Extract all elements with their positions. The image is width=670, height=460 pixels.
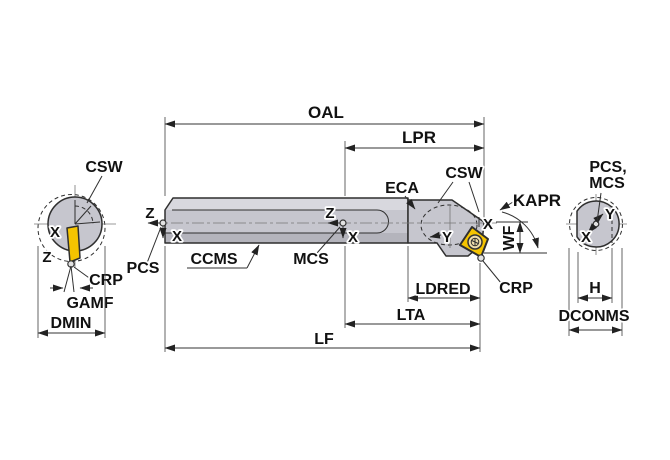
bar-bottom-facet: [165, 233, 408, 243]
label-x-pcs: X: [172, 228, 182, 245]
label-dconms: DCONMS: [558, 308, 629, 325]
label-y-tip: Y: [442, 229, 452, 246]
pcs-origin-point: [159, 219, 167, 227]
label-lta: LTA: [397, 307, 426, 324]
label-x-shank: X: [581, 229, 591, 246]
label-wf: WF: [501, 225, 518, 250]
label-csw-head: CSW: [445, 165, 483, 182]
screw-torx-mark-2: [471, 240, 479, 244]
label-x-tip: X: [483, 216, 493, 233]
dimension-kapr: KAPR: [499, 189, 563, 249]
bar-slot-outline: [165, 209, 389, 234]
callout-pcs-mcs: PCS, MCS: [587, 157, 628, 223]
callout-csw-head: CSW: [437, 163, 485, 213]
label-pcs-mcs-1: PCS,: [589, 159, 626, 176]
label-gamf: GAMF: [66, 295, 113, 312]
label-crp-head: CRP: [499, 280, 533, 297]
pocket-line-horizontal: [74, 221, 101, 225]
callout-crp-front: CRP: [73, 266, 125, 291]
dimension-h: H: [577, 248, 613, 303]
label-h: H: [589, 280, 601, 297]
shank-x-axis-arrow: [587, 223, 598, 234]
pocket-arc: [74, 205, 94, 225]
callout-eca: ECA: [383, 178, 421, 210]
right-section-view: PCS, MCS H DCONMS Y X: [557, 157, 632, 336]
left-section-view: CSW CRP GAMF DMIN X Z: [34, 157, 125, 338]
insert-screw-socket: [470, 237, 480, 247]
label-z-front: Z: [42, 249, 51, 266]
tip-y-axis-arrow: [429, 231, 442, 239]
dimension-ldred: LDRED: [407, 279, 481, 302]
head-boss-hidden-outline: [420, 204, 478, 246]
label-kapr: KAPR: [513, 191, 561, 210]
bar-top-facet: [165, 198, 408, 210]
label-y-shank: Y: [605, 206, 615, 223]
label-ldred: LDRED: [415, 281, 470, 298]
callout-crp-head: CRP: [482, 260, 535, 299]
label-z-mcs: Z: [325, 205, 334, 222]
callout-ccms: CCMS: [187, 244, 260, 270]
dimension-wf: WF: [484, 221, 547, 254]
label-x-mcs: X: [348, 229, 358, 246]
callout-csw-front: CSW: [84, 157, 125, 204]
label-x-front: X: [50, 224, 60, 241]
shank-y-axis-arrow: [593, 213, 604, 224]
insert-front-view: [66, 225, 81, 263]
label-dmin: DMIN: [51, 315, 92, 332]
mcs-origin-point: [339, 219, 347, 227]
label-csw-front: CSW: [85, 159, 123, 176]
dimension-dmin: DMIN: [37, 246, 106, 338]
label-lpr: LPR: [402, 128, 436, 147]
pocket-line-diagonal: [74, 205, 92, 225]
dimension-gamf: GAMF: [50, 265, 116, 314]
label-mcs: MCS: [293, 251, 329, 268]
callout-mcs: MCS: [291, 226, 341, 270]
label-z-pcs: Z: [145, 205, 154, 222]
label-eca: ECA: [385, 180, 419, 197]
label-pcs: PCS: [127, 260, 160, 277]
side-view: OAL LPR LDRED LTA LF WF: [125, 101, 563, 352]
label-crp-front: CRP: [89, 272, 123, 289]
dimension-dconms: DCONMS: [557, 248, 632, 336]
callout-pcs: PCS: [125, 226, 162, 279]
label-lf: LF: [314, 331, 334, 348]
crp-corner-point: [477, 254, 485, 262]
dimension-lpr: LPR: [344, 126, 485, 152]
label-ccms: CCMS: [190, 251, 237, 268]
label-pcs-mcs-2: MCS: [589, 175, 625, 192]
dimension-oal: OAL: [164, 101, 485, 128]
label-oal: OAL: [308, 103, 344, 122]
dimension-lf: LF: [164, 329, 481, 352]
dimension-lta: LTA: [344, 305, 481, 328]
